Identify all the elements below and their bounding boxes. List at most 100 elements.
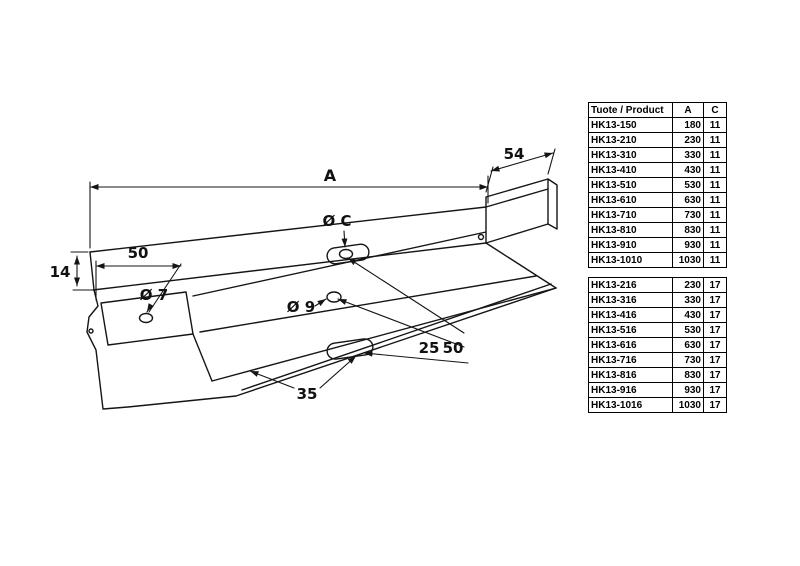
small-hole-left bbox=[88, 328, 94, 334]
cell-a: 530 bbox=[672, 177, 704, 193]
col-header-product: Tuote / Product bbox=[588, 102, 673, 118]
cell-product: HK13-416 bbox=[588, 307, 673, 323]
table-group-gap bbox=[588, 267, 727, 278]
cell-product: HK13-616 bbox=[588, 337, 673, 353]
cell-c: 17 bbox=[703, 382, 727, 398]
cell-c: 17 bbox=[703, 307, 727, 323]
bracket-part-outline bbox=[86, 178, 558, 410]
table-header-row: Tuote / Product A C bbox=[588, 102, 727, 118]
cell-c: 11 bbox=[703, 147, 727, 163]
cell-product: HK13-210 bbox=[588, 132, 673, 148]
dim-label-35: 35 bbox=[297, 385, 318, 403]
cell-product: HK13-516 bbox=[588, 322, 673, 338]
cell-c: 11 bbox=[703, 132, 727, 148]
cell-a: 830 bbox=[672, 222, 704, 238]
cell-product: HK13-510 bbox=[588, 177, 673, 193]
dim-label-dia7: Ø 7 bbox=[140, 286, 168, 304]
cell-product: HK13-216 bbox=[588, 277, 673, 293]
end-flange bbox=[485, 178, 558, 244]
dimension-lines: A 54 Ø C 50 14 Ø 7 Ø 9 bbox=[50, 145, 556, 403]
cell-c: 17 bbox=[703, 277, 727, 293]
cell-c: 11 bbox=[703, 192, 727, 208]
cell-a: 230 bbox=[672, 132, 704, 148]
cell-a: 530 bbox=[672, 322, 704, 338]
cell-a: 930 bbox=[672, 382, 704, 398]
dim-label-dia9: Ø 9 bbox=[287, 298, 315, 316]
dim-label-50-left: 50 bbox=[128, 244, 149, 262]
cell-a: 180 bbox=[672, 117, 704, 133]
cell-a: 430 bbox=[672, 307, 704, 323]
cell-c: 17 bbox=[703, 397, 727, 413]
dim-label-diaC: Ø C bbox=[323, 212, 352, 230]
cell-c: 17 bbox=[703, 352, 727, 368]
cell-a: 330 bbox=[672, 147, 704, 163]
hole-9 bbox=[326, 291, 342, 303]
cell-product: HK13-1010 bbox=[588, 252, 673, 268]
cell-product: HK13-150 bbox=[588, 117, 673, 133]
cell-a: 730 bbox=[672, 207, 704, 223]
cell-c: 11 bbox=[703, 117, 727, 133]
cell-c: 11 bbox=[703, 237, 727, 253]
cell-c: 11 bbox=[703, 222, 727, 238]
cell-product: HK13-716 bbox=[588, 352, 673, 368]
cell-c: 11 bbox=[703, 177, 727, 193]
cell-c: 11 bbox=[703, 162, 727, 178]
small-hole-right bbox=[477, 233, 485, 241]
cell-product: HK13-310 bbox=[588, 147, 673, 163]
cell-a: 830 bbox=[672, 367, 704, 383]
cell-a: 1030 bbox=[672, 397, 704, 413]
cell-product: HK13-916 bbox=[588, 382, 673, 398]
cell-product: HK13-410 bbox=[588, 162, 673, 178]
cell-a: 630 bbox=[672, 337, 704, 353]
cell-c: 17 bbox=[703, 337, 727, 353]
cell-c: 11 bbox=[703, 207, 727, 223]
cell-a: 730 bbox=[672, 352, 704, 368]
cell-a: 330 bbox=[672, 292, 704, 308]
dim-label-54: 54 bbox=[504, 145, 525, 163]
cell-c: 17 bbox=[703, 367, 727, 383]
slot-lower bbox=[326, 338, 374, 360]
cell-product: HK13-810 bbox=[588, 222, 673, 238]
cell-product: HK13-816 bbox=[588, 367, 673, 383]
dim-label-A: A bbox=[324, 166, 337, 185]
cell-a: 930 bbox=[672, 237, 704, 253]
cell-a: 230 bbox=[672, 277, 704, 293]
cell-product: HK13-710 bbox=[588, 207, 673, 223]
cell-c: 17 bbox=[703, 292, 727, 308]
cell-product: HK13-316 bbox=[588, 292, 673, 308]
cell-product: HK13-910 bbox=[588, 237, 673, 253]
hole-7 bbox=[138, 312, 154, 324]
col-header-a: A bbox=[672, 102, 704, 118]
cell-product: HK13-1016 bbox=[588, 397, 673, 413]
cell-c: 11 bbox=[703, 252, 727, 268]
col-header-c: C bbox=[703, 102, 727, 118]
cell-a: 430 bbox=[672, 162, 704, 178]
cell-c: 17 bbox=[703, 322, 727, 338]
cell-product: HK13-610 bbox=[588, 192, 673, 208]
hole-c bbox=[338, 248, 354, 260]
